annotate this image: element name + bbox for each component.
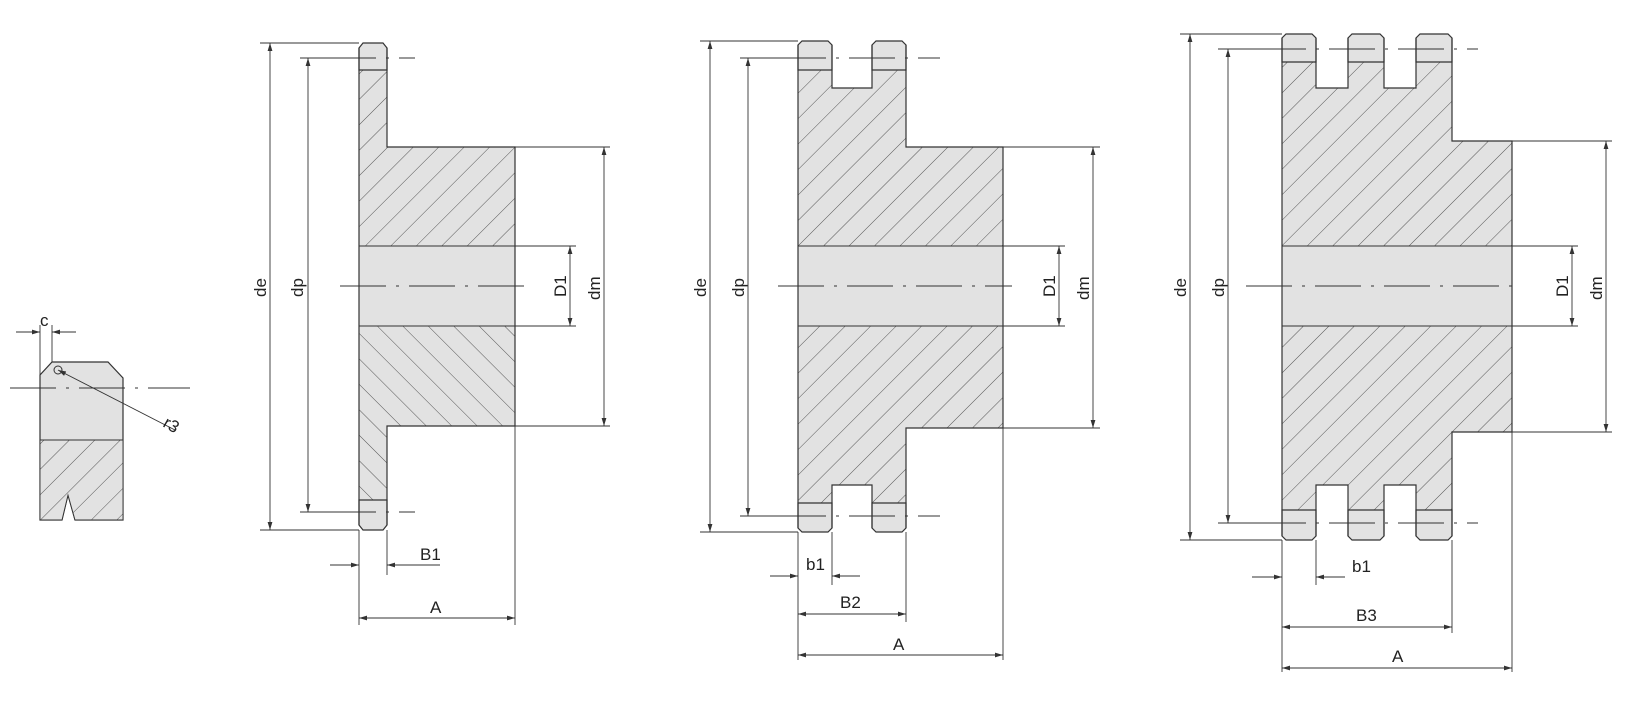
label-dp: dp	[729, 278, 748, 297]
label-B1: B1	[420, 545, 441, 564]
label-D1: D1	[1553, 275, 1572, 297]
label-A: A	[1392, 647, 1404, 666]
label-B3: B3	[1356, 606, 1377, 625]
single-sprocket: de dp D1 dm B1 A	[251, 42, 610, 625]
label-dp: dp	[1209, 278, 1228, 297]
label-A: A	[430, 598, 442, 617]
tooth-detail: c r3	[10, 311, 190, 521]
label-de: de	[251, 278, 270, 297]
label-c: c	[40, 311, 49, 330]
double-sprocket: de dp D1 dm b1 B2 A	[691, 40, 1100, 660]
label-dp: dp	[288, 278, 307, 297]
label-A: A	[893, 635, 905, 654]
triple-sprocket: de dp D1 dm b1 B3 A	[1171, 33, 1612, 672]
label-b1: b1	[806, 555, 825, 574]
label-dm: dm	[1587, 276, 1606, 300]
label-D1: D1	[551, 275, 570, 297]
label-de: de	[1171, 278, 1190, 297]
label-r3: r3	[160, 413, 183, 437]
label-b1: b1	[1352, 557, 1371, 576]
label-de: de	[691, 278, 710, 297]
label-D1: D1	[1040, 275, 1059, 297]
label-B2: B2	[840, 593, 861, 612]
label-dm: dm	[585, 276, 604, 300]
label-dm: dm	[1074, 276, 1093, 300]
